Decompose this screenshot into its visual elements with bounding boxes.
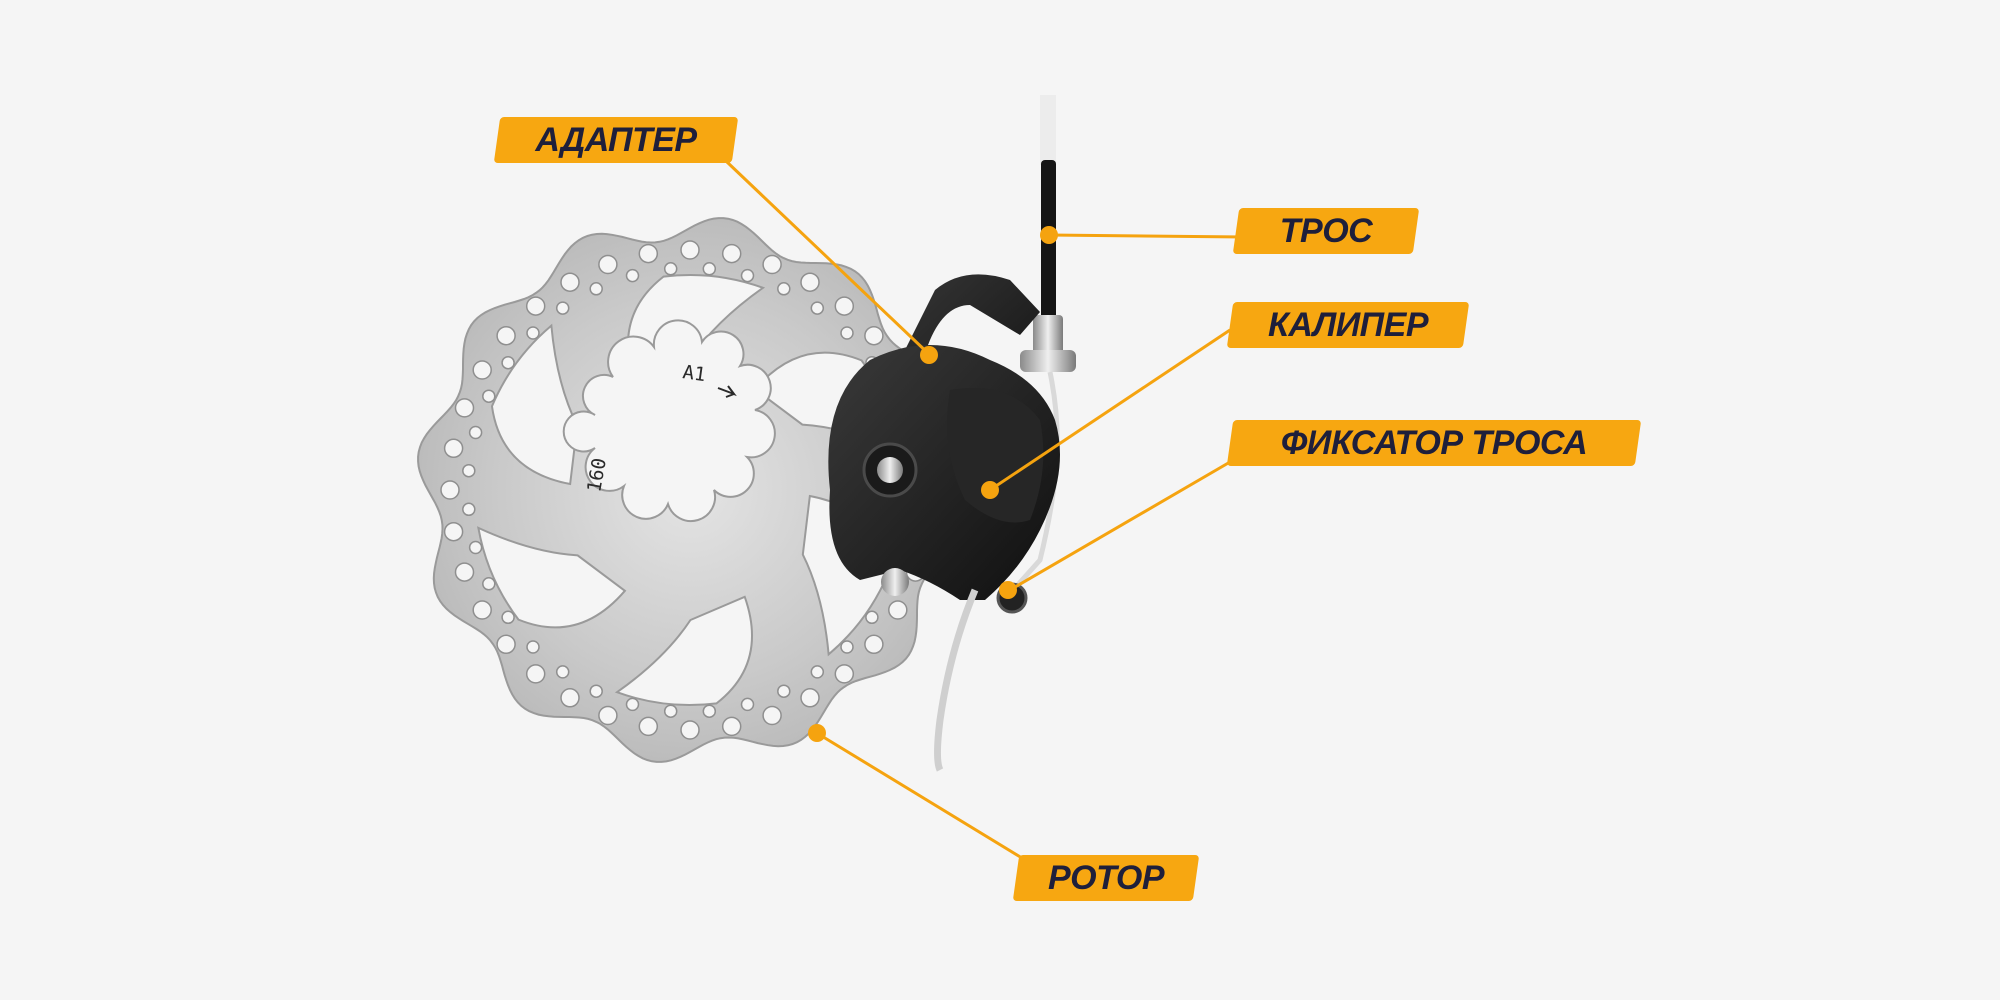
rotor-hole (800, 272, 820, 292)
rotor-hole (468, 425, 483, 440)
rotor-hole (589, 282, 603, 296)
rotor-hole (482, 577, 496, 591)
rotor-disc: A1 160 (417, 217, 963, 763)
rotor-hole (638, 716, 659, 737)
rotor-hole (740, 268, 755, 283)
rotor-hole (800, 688, 820, 708)
caliper-body (828, 345, 1060, 772)
rotor-hole (560, 272, 580, 292)
rotor-label: РОТОР (1047, 858, 1165, 897)
rotor-hole (888, 600, 908, 620)
rotor-hole (834, 296, 855, 316)
rotor-cutout (490, 323, 579, 486)
rotor-hole (440, 480, 460, 500)
adapter-label-tag: АДАПТЕР (493, 117, 739, 163)
rotor-hole (777, 282, 791, 296)
cable-clamp-label: ФИКСАТОР ТРОСА (1280, 423, 1588, 462)
cable-clamp-label-tag: ФИКСАТОР ТРОСА (1226, 420, 1642, 466)
rotor-hole (721, 243, 742, 264)
rotor-hole (762, 254, 782, 275)
adapter-label: АДАПТЕР (535, 120, 697, 159)
rotor-hole (625, 697, 640, 712)
rotor-cutout (614, 595, 753, 706)
rotor-hole (526, 640, 540, 654)
rotor-hole (525, 664, 546, 684)
rotor-hole (864, 634, 884, 655)
cable-label-tag: ТРОС (1232, 208, 1420, 254)
rotor-hole (443, 438, 464, 459)
rotor-hole (560, 688, 580, 708)
rotor-hole (501, 610, 515, 625)
rotor-hole (443, 521, 464, 542)
rotor-hole (462, 502, 476, 517)
rotor-hole (680, 720, 700, 740)
rotor-hole (840, 640, 854, 654)
rotor-hole (555, 301, 570, 315)
caliper-label: КАЛИПЕР (1268, 305, 1429, 344)
rotor-hole (525, 296, 546, 316)
rotor-hole (702, 262, 717, 276)
rotor-hole (721, 716, 742, 737)
rotor-hole (555, 665, 570, 679)
rotor-hole (663, 262, 678, 276)
rotor-hole (810, 665, 825, 679)
rotor-hole (462, 463, 476, 478)
rotor-hole (501, 355, 515, 370)
rotor-hole (810, 301, 825, 315)
rotor-hole (864, 325, 884, 346)
rotor-hole (777, 684, 791, 698)
rotor-hole (468, 540, 483, 555)
rotor-hole (598, 705, 618, 726)
rotor-hole (740, 697, 755, 712)
rotor-hole (482, 389, 496, 403)
rotor-hole (840, 326, 854, 340)
rotor-label-tag: РОТОР (1012, 855, 1200, 901)
rotor-hole (762, 705, 782, 726)
rotor-hole (472, 360, 492, 380)
rotor-hole (454, 398, 475, 418)
rotor-hole (834, 664, 855, 684)
rotor-hole (598, 254, 618, 275)
rotor-hole (526, 326, 540, 340)
rotor-hole (496, 325, 516, 346)
rotor-hole (472, 600, 492, 620)
rotor-cutout (477, 526, 627, 629)
caliper-label-tag: КАЛИПЕР (1226, 302, 1470, 348)
rotor-hole (865, 610, 879, 625)
rotor-hole (589, 684, 603, 698)
rotor-hole (680, 240, 700, 260)
cable-label: ТРОС (1279, 211, 1373, 250)
rotor-hole (702, 704, 717, 718)
rotor-model-marking: A1 (681, 361, 707, 386)
rotor-hole (454, 562, 475, 582)
rotor-hub-mount (562, 319, 776, 523)
rotor-hole (625, 268, 640, 283)
callout-lines (725, 160, 1245, 860)
rotor-hole (638, 243, 659, 264)
rotor-hole (663, 704, 678, 718)
rotor-hole (496, 634, 516, 655)
